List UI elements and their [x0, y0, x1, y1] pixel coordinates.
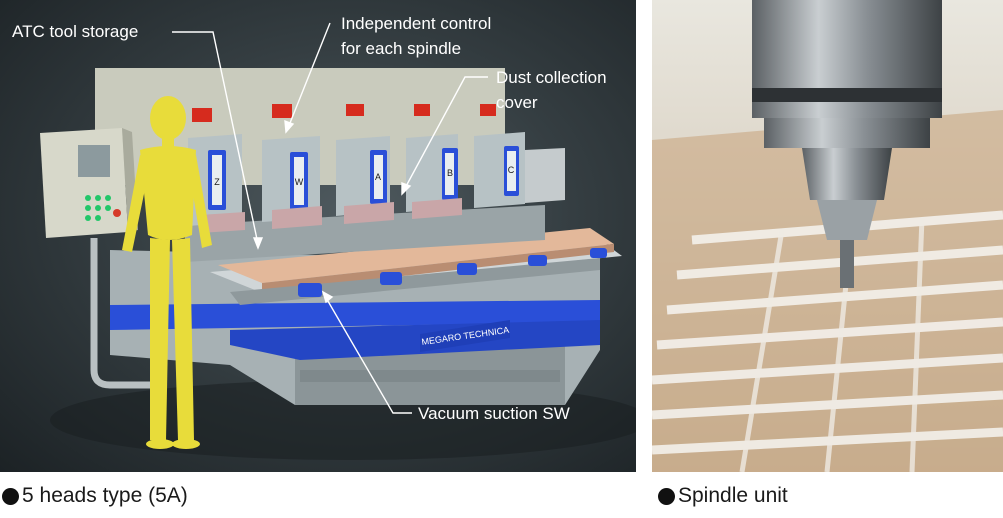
caption-spindle-unit: Spindle unit — [658, 484, 788, 508]
callout-dust-collection-2: cover — [496, 93, 538, 112]
caption-5-heads: 5 heads type (5A) — [2, 484, 188, 508]
callout-vacuum-suction-sw: Vacuum suction SW — [418, 404, 570, 423]
head-beam — [185, 205, 545, 262]
mannequin-figure — [122, 96, 212, 449]
callout-independent-control-2: for each spindle — [341, 39, 462, 58]
callout-dust-collection-1: Dust collection — [496, 68, 607, 87]
head-label-w: W — [295, 177, 304, 187]
bullet-icon — [2, 487, 19, 505]
control-box — [40, 128, 150, 389]
head-label-a: A — [375, 172, 381, 182]
machine-base — [110, 250, 600, 405]
machine-illustration: MEGARO TECHNICA Z W A B C ATC tool stora… — [0, 0, 636, 472]
head-label-c: C — [508, 165, 515, 175]
head-label-group: Z W A B C — [214, 165, 515, 187]
spindle-body — [752, 0, 942, 288]
brand-plate-bg — [420, 320, 510, 352]
vacuum-switches — [298, 248, 607, 297]
head-label-b: B — [447, 168, 453, 178]
head-label-z: Z — [214, 177, 220, 187]
bullet-icon — [658, 487, 675, 505]
caption-5-heads-text: 5 heads type (5A) — [22, 484, 188, 507]
spindle-photo — [652, 0, 1003, 472]
spindle-heads — [188, 104, 525, 233]
caption-spindle-unit-text: Spindle unit — [678, 484, 788, 507]
callout-leaders — [172, 22, 488, 414]
atc-tool-rack — [525, 148, 565, 203]
callout-atc-tool-storage: ATC tool storage — [12, 22, 139, 41]
machine-drawing: MEGARO TECHNICA Z W A B C — [40, 22, 636, 460]
callout-independent-control-1: Independent control — [341, 14, 492, 33]
spindle-drawing — [652, 0, 1003, 472]
